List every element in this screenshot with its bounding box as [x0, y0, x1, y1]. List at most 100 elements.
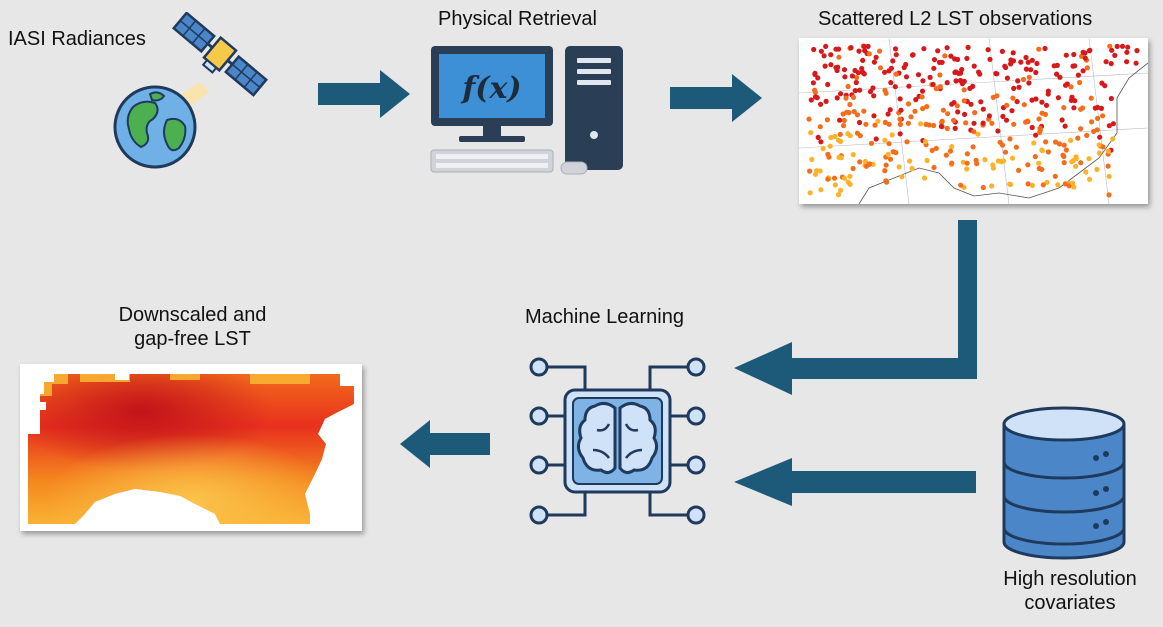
observation-dot: [1112, 52, 1118, 58]
observation-dot: [931, 164, 937, 171]
observation-dot: [964, 160, 970, 166]
observation-dot: [1031, 140, 1037, 146]
observation-dot: [980, 120, 986, 126]
observation-dot: [1002, 149, 1009, 155]
observation-dot: [825, 151, 831, 157]
observation-dot: [927, 74, 933, 80]
observation-dot: [1053, 139, 1059, 145]
observation-dot: [1096, 150, 1102, 156]
observation-dot: [871, 113, 877, 119]
observation-dot: [968, 101, 974, 107]
observation-dot: [901, 64, 907, 71]
observation-dot: [850, 94, 857, 100]
observation-dot: [1010, 95, 1016, 101]
downscaled-label-line1: Downscaled and: [118, 304, 267, 326]
observation-dot: [915, 72, 922, 78]
observation-dot: [1097, 134, 1103, 140]
observation-dot: [871, 93, 877, 99]
observation-dot: [897, 96, 903, 102]
observation-dot: [924, 104, 930, 110]
observation-dot: [843, 95, 849, 101]
observation-dot: [835, 137, 842, 143]
covariates-label-line2: covariates: [1024, 592, 1116, 614]
observation-dot: [938, 123, 944, 129]
observation-dot: [1124, 59, 1130, 65]
observation-dot: [989, 183, 995, 189]
arrow-ml-to-downscaled: [398, 420, 493, 468]
observation-dot: [1025, 181, 1031, 187]
observation-dot: [961, 98, 967, 104]
observation-dot: [882, 69, 888, 75]
observation-dot: [1078, 160, 1084, 166]
observation-dot: [818, 139, 824, 145]
observation-dot: [1105, 148, 1111, 154]
observation-dot: [861, 108, 867, 114]
observation-dot: [1037, 125, 1043, 131]
observation-dot: [877, 48, 883, 54]
observation-dot: [856, 48, 862, 54]
observation-dot: [1063, 52, 1069, 58]
observation-dot: [921, 175, 928, 181]
observation-dot: [1045, 149, 1051, 155]
observation-dot: [995, 128, 1001, 134]
gridded-map-icon: [28, 374, 362, 531]
observation-dot: [930, 81, 936, 88]
observation-dot: [848, 45, 854, 51]
observation-dot: [942, 53, 948, 59]
observation-dot: [1033, 132, 1039, 138]
observation-dot: [1039, 147, 1045, 153]
observation-dot: [873, 136, 879, 142]
downscaled-label: Downscaled and gap-free LST: [60, 303, 325, 351]
observation-dot: [1100, 113, 1106, 119]
observation-dot: [818, 187, 824, 193]
observation-dot: [1018, 59, 1024, 65]
observation-dot: [1009, 155, 1016, 161]
observation-dot: [964, 55, 970, 61]
observation-dot: [1124, 49, 1130, 55]
observation-dot: [823, 43, 829, 49]
observation-dot: [817, 124, 823, 130]
observation-dot: [1105, 163, 1111, 169]
observation-dot: [1052, 173, 1058, 179]
observation-dot: [905, 101, 912, 107]
observation-dot: [868, 140, 875, 146]
observation-dot: [926, 122, 932, 128]
observation-dot: [1025, 162, 1031, 168]
observation-dot: [962, 111, 968, 117]
arrow-covariates-to-ml: [732, 458, 977, 506]
observation-dot: [978, 99, 984, 105]
observation-dot: [809, 156, 815, 162]
observation-dot: [935, 48, 941, 54]
observation-dot: [860, 69, 866, 75]
observation-dot: [841, 117, 847, 124]
observation-dot: [933, 145, 939, 151]
observation-dot: [1062, 123, 1068, 129]
observation-dot: [1073, 154, 1079, 160]
observation-dot: [1094, 104, 1101, 110]
observation-dot: [909, 165, 915, 172]
observation-dot: [965, 44, 971, 50]
observation-dot: [1073, 163, 1079, 169]
observation-dot: [1087, 176, 1093, 182]
observation-dot: [853, 79, 859, 86]
observation-dot: [956, 70, 962, 76]
observation-dot: [885, 151, 891, 157]
observation-dot: [850, 152, 856, 158]
observation-dot: [1036, 116, 1042, 122]
observation-dot: [849, 73, 855, 79]
observation-dot: [1119, 43, 1126, 49]
observation-dot: [1029, 97, 1035, 103]
observation-dot: [1096, 142, 1102, 148]
observation-dot: [807, 190, 813, 196]
observation-dot: [840, 123, 847, 129]
observation-dot: [976, 69, 982, 75]
observation-dot: [837, 131, 843, 137]
observation-dot: [896, 164, 902, 170]
observation-dot: [890, 58, 896, 64]
observation-dot: [954, 103, 960, 109]
observation-dot: [908, 114, 914, 120]
observation-dot: [967, 85, 973, 91]
observation-dot: [1134, 48, 1140, 54]
observation-dot: [1037, 129, 1043, 135]
observation-dot: [860, 57, 866, 63]
